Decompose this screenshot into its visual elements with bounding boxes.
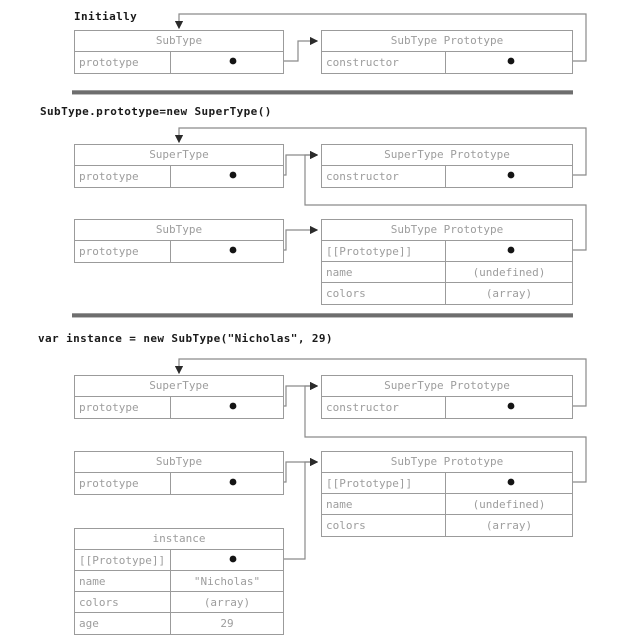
property-pointer-value <box>171 397 283 418</box>
property-key: name <box>322 494 446 514</box>
section-title-initially: Initially <box>74 10 138 23</box>
property-key: colors <box>322 283 446 304</box>
object-box-supertype: SuperType prototype <box>74 144 284 188</box>
property-pointer-value <box>171 550 283 570</box>
box-header: SuperType <box>75 376 283 397</box>
object-row: prototype <box>75 473 283 494</box>
box-header: SubType <box>75 452 283 473</box>
property-key: colors <box>75 592 171 612</box>
box-header: SubType <box>75 220 283 241</box>
property-key: name <box>75 571 171 591</box>
box-header: SubType Prototype <box>322 220 572 241</box>
property-pointer-value <box>446 52 572 73</box>
property-pointer-value <box>446 397 572 418</box>
object-row: [[Prototype]] <box>75 550 283 571</box>
object-row: prototype <box>75 241 283 262</box>
box-header: SuperType Prototype <box>322 376 572 397</box>
box-header: SuperType Prototype <box>322 145 572 166</box>
property-pointer-value <box>171 241 283 262</box>
property-key: [[Prototype]] <box>75 550 171 570</box>
box-header: SubType Prototype <box>322 452 572 473</box>
property-value: 29 <box>220 617 234 630</box>
property-key: constructor <box>322 166 446 187</box>
object-box-supertype-prototype: SuperType Prototype constructor <box>321 144 573 188</box>
section-title-prototype-assignment: SubType.prototype=new SuperType() <box>40 105 272 118</box>
object-row: [[Prototype]] <box>322 473 572 494</box>
property-key: colors <box>322 515 446 536</box>
object-row: prototype <box>75 52 283 73</box>
object-box-instance: instance [[Prototype]] name "Nicholas" c… <box>74 528 284 635</box>
property-pointer-value <box>171 473 283 494</box>
object-box-subtype-prototype: SubType Prototype constructor <box>321 30 573 74</box>
object-row: name (undefined) <box>322 494 572 515</box>
property-pointer-value <box>446 166 572 187</box>
object-row: age 29 <box>75 613 283 634</box>
object-row: colors (array) <box>75 592 283 613</box>
object-box-subtype: SubType prototype <box>74 30 284 74</box>
property-key: constructor <box>322 52 446 73</box>
property-value: "Nicholas" <box>193 575 261 588</box>
object-box-subtype-3: SubType prototype <box>74 451 284 495</box>
property-value: (array) <box>203 596 251 609</box>
object-row: colors (array) <box>322 515 572 536</box>
section-divider-2 <box>72 313 573 318</box>
section-divider-1 <box>72 90 573 95</box>
object-box-subtype-prototype-2: SubType Prototype [[Prototype]] name (un… <box>321 219 573 305</box>
property-pointer-value <box>446 473 572 493</box>
property-key: prototype <box>75 241 171 262</box>
object-box-subtype-prototype-3: SubType Prototype [[Prototype]] name (un… <box>321 451 573 537</box>
object-row: colors (array) <box>322 283 572 304</box>
property-value: (array) <box>485 287 533 300</box>
property-key: [[Prototype]] <box>322 473 446 493</box>
section-title-instance-creation: var instance = new SubType("Nicholas", 2… <box>38 332 333 345</box>
property-key: prototype <box>75 473 171 494</box>
property-pointer-value <box>446 241 572 261</box>
object-row: name (undefined) <box>322 262 572 283</box>
property-pointer-value <box>171 52 283 73</box>
object-box-supertype-3: SuperType prototype <box>74 375 284 419</box>
property-key: prototype <box>75 52 171 73</box>
object-box-subtype-2: SubType prototype <box>74 219 284 263</box>
object-row: [[Prototype]] <box>322 241 572 262</box>
property-key: name <box>322 262 446 282</box>
box-header: SubType Prototype <box>322 31 572 52</box>
object-row: constructor <box>322 52 572 73</box>
box-header: SuperType <box>75 145 283 166</box>
property-key: prototype <box>75 166 171 187</box>
object-row: constructor <box>322 397 572 418</box>
property-key: prototype <box>75 397 171 418</box>
property-value: (undefined) <box>472 266 546 279</box>
object-row: prototype <box>75 397 283 418</box>
property-pointer-value <box>171 166 283 187</box>
property-key: constructor <box>322 397 446 418</box>
property-key: age <box>75 613 171 634</box>
object-box-supertype-prototype-3: SuperType Prototype constructor <box>321 375 573 419</box>
object-row: constructor <box>322 166 572 187</box>
object-row: name "Nicholas" <box>75 571 283 592</box>
property-value: (undefined) <box>472 498 546 511</box>
box-header: instance <box>75 529 283 550</box>
property-value: (array) <box>485 519 533 532</box>
box-header: SubType <box>75 31 283 52</box>
property-key: [[Prototype]] <box>322 241 446 261</box>
object-row: prototype <box>75 166 283 187</box>
